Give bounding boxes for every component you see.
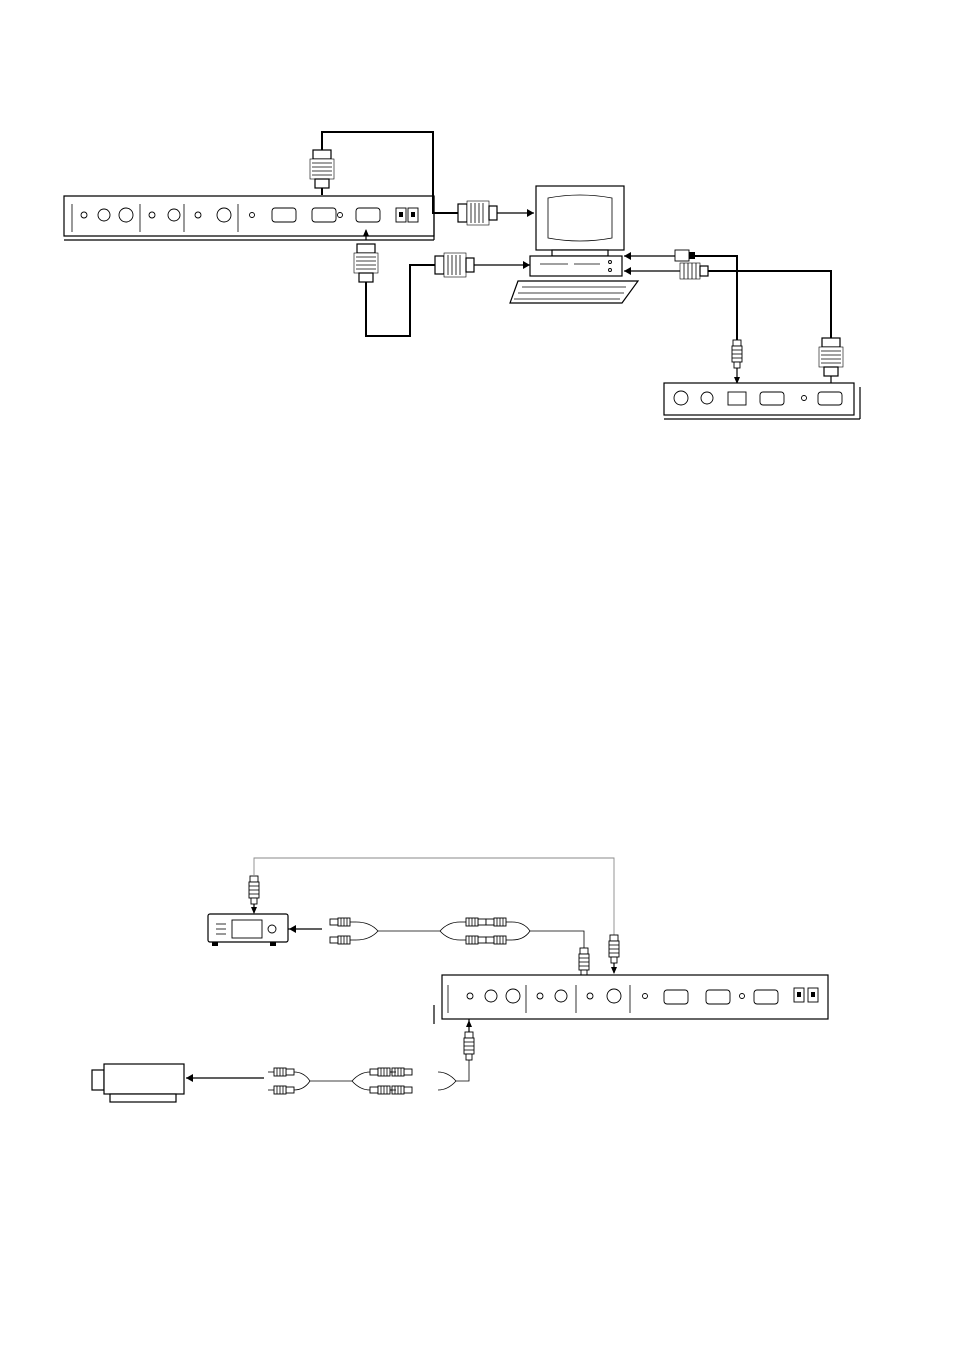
secondary-device-panel — [664, 383, 860, 419]
monitor-rear-panel — [64, 196, 434, 240]
av-receiver — [208, 914, 322, 946]
serial-cable — [624, 263, 843, 383]
s-video-connector-icon — [119, 208, 133, 222]
vga-connector-icon — [272, 208, 296, 222]
computer-monitor — [536, 186, 624, 256]
s-video-cable — [249, 858, 619, 974]
rca-plug-icon — [460, 918, 486, 926]
diagram-pc-connection — [64, 132, 860, 419]
keyboard — [510, 281, 638, 303]
vga-cable-computer — [354, 229, 530, 336]
video-camera — [92, 1064, 184, 1102]
diagram-av-connection — [92, 858, 828, 1102]
composite-cable — [456, 1019, 474, 1081]
computer-tower — [530, 256, 622, 276]
rca-cable-camera — [186, 1068, 456, 1094]
usb-connector-icon — [675, 250, 689, 261]
monitor-rear-panel — [434, 975, 828, 1024]
